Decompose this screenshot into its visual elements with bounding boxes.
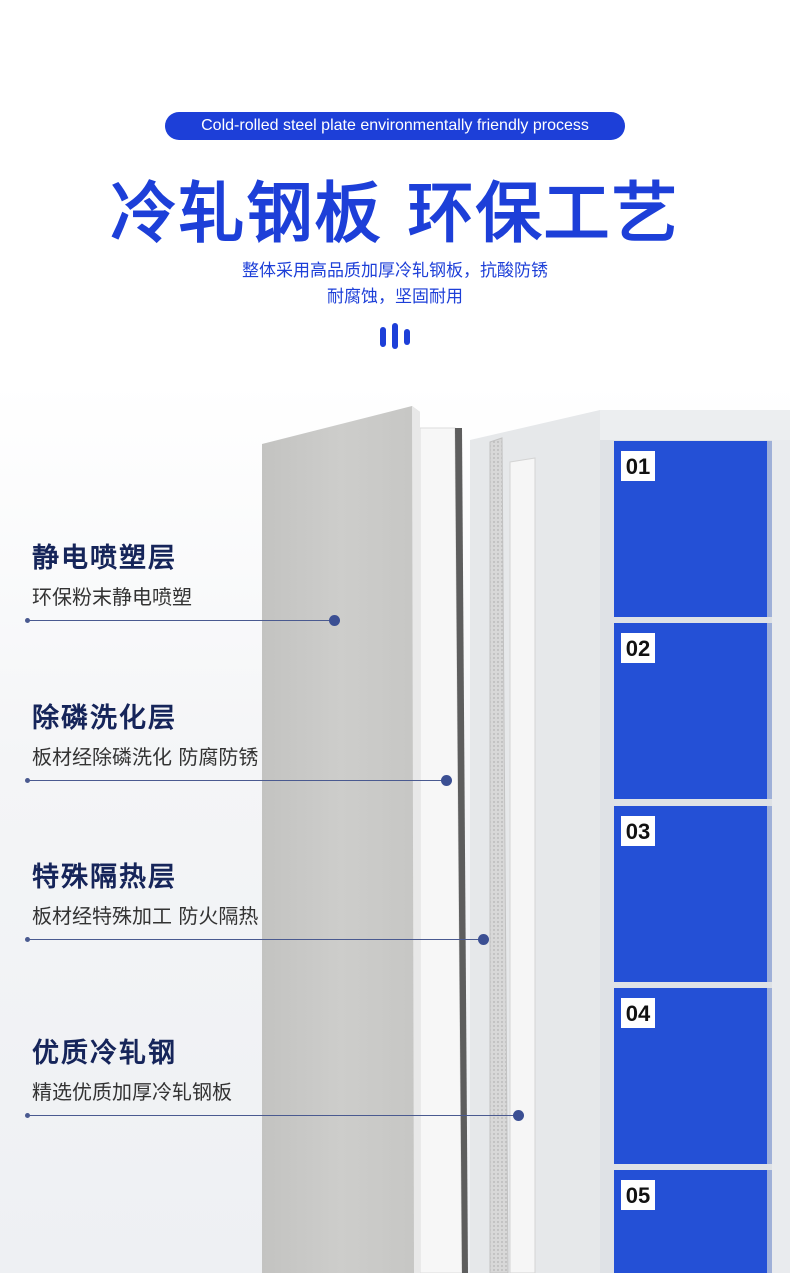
white-sheet-layer: [419, 427, 468, 1273]
insulation-layer: [489, 437, 509, 1273]
leader-line: [25, 618, 334, 623]
inner-white-layer: [509, 457, 536, 1273]
pointer-dot: [441, 775, 452, 786]
decorative-bars-icon: [378, 323, 412, 349]
feature-desc: 板材经除磷洗化 防腐防锈: [32, 745, 259, 769]
door-number-label: 03: [626, 819, 650, 844]
pointer-dot: [478, 934, 489, 945]
pointer-dot: [329, 615, 340, 626]
feature-title: 优质冷轧钢: [32, 1038, 177, 1069]
feature-desc: 板材经特殊加工 防火隔热: [32, 904, 259, 928]
feature-powder-coating: 静电喷塑层 环保粉末静电喷塑: [32, 536, 192, 610]
powder-coat-panel: [262, 406, 420, 1273]
feature-insulation: 特殊隔热层 板材经特殊加工 防火隔热: [32, 855, 258, 929]
feature-title: 特殊隔热层: [32, 862, 177, 893]
locker-doors: 01 02 03 04 05: [614, 441, 772, 1273]
door-number-plate: [621, 816, 655, 846]
door-number-plate: [621, 1180, 655, 1210]
door-number-label: 04: [626, 1001, 651, 1026]
door-number-label: 02: [626, 636, 650, 661]
leader-line: [25, 778, 446, 783]
door-number-plate: [621, 633, 655, 663]
feature-phosphate-wash: 除磷洗化层 板材经除磷洗化 防腐防锈: [32, 696, 258, 770]
subtitle-line-2: 耐腐蚀，坚固耐用: [327, 287, 463, 307]
subtitle: 整体采用高品质加厚冷轧钢板，抗酸防锈 耐腐蚀，坚固耐用: [0, 258, 790, 310]
locker-door-edge: [767, 988, 772, 1164]
leader-line: [25, 1113, 518, 1118]
main-title: 冷轧钢板 环保工艺: [110, 175, 680, 252]
feature-desc: 环保粉末静电喷塑: [32, 585, 192, 609]
pointer-dot: [513, 1110, 524, 1121]
locker-door-edge: [767, 806, 772, 982]
door-number-plate: [621, 998, 655, 1028]
door-number-plate: [621, 451, 655, 481]
locker-door-edge: [767, 441, 772, 617]
leader-line: [25, 937, 483, 942]
door-number-label: 05: [626, 1183, 650, 1208]
locker-door-edge: [767, 623, 772, 799]
feature-title: 除磷洗化层: [32, 703, 177, 734]
subtitle-line-1: 整体采用高品质加厚冷轧钢板，抗酸防锈: [242, 261, 548, 281]
english-caption-pill: Cold-rolled steel plate environmentally …: [165, 112, 625, 140]
feature-cold-rolled-steel: 优质冷轧钢 精选优质加厚冷轧钢板: [32, 1031, 232, 1105]
feature-title: 静电喷塑层: [32, 543, 177, 574]
locker-door-edge: [767, 1170, 772, 1273]
feature-desc: 精选优质加厚冷轧钢板: [32, 1080, 232, 1104]
english-caption-text: Cold-rolled steel plate environmentally …: [201, 117, 589, 134]
door-number-label: 01: [626, 454, 650, 479]
